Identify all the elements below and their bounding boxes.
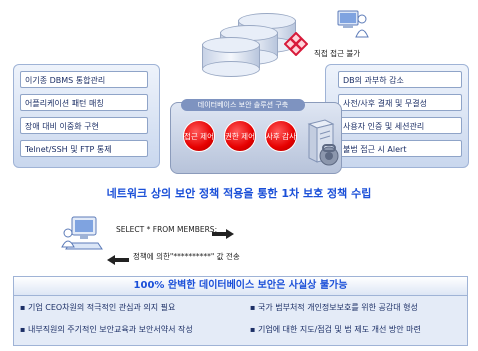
server-lock-icon [303, 118, 343, 170]
left-feature-item: 장애 대비 이중화 구현 [20, 117, 148, 134]
headline-policy: 네트워크 상의 보안 정책 적용을 통한 1차 보호 정책 수립 [106, 187, 372, 200]
conclusion-item: ▪ 기업 CEO차원의 적극적인 관심과 의지 필요 [20, 303, 176, 312]
sql-request-text: SELECT * FROM MEMBERS; [116, 225, 218, 234]
sql-response-text: 정책에 의한"**********" 값 전송 [133, 252, 240, 261]
left-feature-panel: 이기종 DBMS 통합관리 어플리케이션 패턴 매칭 장애 대비 이중화 구현 … [13, 64, 160, 168]
conclusion-item-text: 내부직원의 주기적인 보안교육과 보안서약서 작성 [27, 325, 193, 334]
post-audit-circle: 사후 감사 [265, 120, 297, 152]
database-icon [198, 8, 308, 78]
conclusion-title: 100% 완벽한 데이터베이스 보안은 사실상 불가능 [14, 277, 467, 296]
request-arrow-icon [212, 224, 234, 239]
client-pc-icon [60, 213, 108, 255]
right-feature-item: 사용자 인증 및 세션관리 [338, 117, 462, 134]
access-control-circle: 접근 제어 [183, 120, 215, 152]
conclusion-item: ▪ 기업에 대한 지도/점검 및 법 제도 개선 방안 마련 [250, 325, 421, 334]
left-feature-item: 이기종 DBMS 통합관리 [20, 71, 148, 88]
right-feature-item: 불법 접근 시 Alert [338, 140, 462, 157]
right-feature-panel: DB의 과부하 감소 사전/사후 결재 및 무결성 사용자 인증 및 세션관리 … [325, 64, 469, 168]
response-arrow-icon [107, 250, 129, 265]
direct-access-label: 직접 접근 불가 [314, 49, 361, 58]
right-feature-item: DB의 과부하 감소 [338, 71, 462, 88]
solution-banner: 데이터베이스 보안 솔루션 구축 [181, 99, 305, 111]
left-feature-item: Telnet/SSH 및 FTP 통제 [20, 140, 148, 157]
right-feature-item: 사전/사후 결재 및 무결성 [338, 94, 462, 111]
conclusion-item-text: 국가 범부처적 개인정보보호를 위한 공감대 형성 [257, 303, 418, 312]
conclusion-item: ▪ 국가 범부처적 개인정보보호를 위한 공감대 형성 [250, 303, 418, 312]
conclusion-item: ▪ 내부직원의 주기적인 보안교육과 보안서약서 작성 [20, 325, 193, 334]
conclusion-panel: 100% 완벽한 데이터베이스 보안은 사실상 불가능 ▪ 기업 CEO차원의 … [13, 276, 468, 346]
blocked-icon [283, 31, 309, 57]
permission-control-circle: 권한 제어 [224, 120, 256, 152]
conclusion-item-text: 기업 CEO차원의 적극적인 관심과 의지 필요 [27, 303, 176, 312]
hacker-user-icon [330, 7, 370, 41]
conclusion-item-text: 기업에 대한 지도/점검 및 법 제도 개선 방안 마련 [257, 325, 421, 334]
left-feature-item: 어플리케이션 패턴 매칭 [20, 94, 148, 111]
